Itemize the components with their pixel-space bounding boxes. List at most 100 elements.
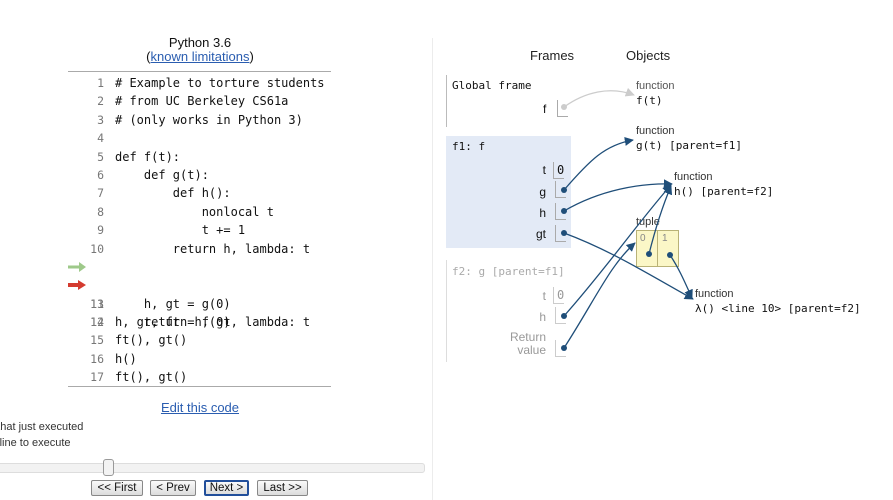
global-var-f-box	[557, 100, 568, 117]
code-line-3: 3 # (only works in Python 3)	[68, 111, 348, 129]
f2-var-t: t	[542, 289, 546, 303]
code-text: return h, lambda: t	[115, 241, 311, 256]
line-number: 17	[90, 370, 104, 385]
prev-button[interactable]: < Prev	[150, 480, 196, 496]
frames-heading: Frames	[530, 48, 575, 63]
line-number: 14	[90, 315, 104, 330]
f2-return-label: Return	[509, 330, 546, 344]
f1-var-h: h	[539, 206, 546, 220]
f1-frame	[446, 136, 571, 248]
tuple-index-1: 1	[662, 233, 668, 244]
code-text: # from UC Berkeley CS61a	[115, 94, 289, 109]
code-text: h()	[115, 351, 137, 366]
code-line-2: 2 # from UC Berkeley CS61a	[68, 92, 348, 110]
object-lambda-kind: function	[695, 288, 734, 300]
code-text: h, gt = g(0)	[115, 296, 231, 311]
line-number: 13	[90, 296, 104, 311]
code-text: # (only works in Python 3)	[115, 112, 303, 127]
tuple-index-0: 0	[640, 233, 646, 244]
code-top-border	[68, 71, 331, 72]
f1-var-t: t	[542, 163, 546, 177]
code-text: def f(t):	[115, 149, 181, 164]
f2-var-t-box	[553, 287, 564, 304]
line-number: 16	[90, 351, 104, 366]
f2-return-arrow	[563, 242, 636, 349]
code-text: nonlocal t	[115, 204, 274, 219]
f1-var-t-value: 0	[557, 163, 565, 177]
known-limitations-link[interactable]: known limitations	[150, 49, 250, 64]
object-f-kind: function	[636, 80, 675, 92]
edit-code-link[interactable]: Edit this code	[160, 400, 240, 415]
next-line-arrow-icon	[68, 280, 86, 291]
f1-var-g: g	[539, 185, 546, 199]
tuple-0-arrow	[648, 185, 673, 255]
code-text: ft(), gt()	[115, 370, 188, 385]
line-number: 5	[97, 149, 104, 164]
limitations-line: (known limitations)	[100, 49, 300, 64]
object-f-label: f(t)	[636, 94, 663, 107]
code-line-1: 1 # Example to torture students	[68, 74, 348, 92]
line-number: 2	[97, 94, 104, 109]
f1-frame-title: f1: f	[452, 140, 486, 153]
f1-var-gt-box	[555, 225, 566, 242]
last-button[interactable]: Last >>	[257, 480, 308, 496]
f2-h-arrow	[563, 184, 672, 317]
code-text: t += 1	[115, 223, 246, 238]
code-line-11: 11 h, gt = g(0)	[68, 258, 348, 311]
code-text: def h():	[115, 186, 231, 201]
f1-h-arrow	[563, 179, 673, 212]
f2-var-h: h	[539, 310, 546, 324]
object-h-kind: function	[674, 171, 713, 183]
code-line-9: 9 t += 1	[68, 221, 348, 239]
step-slider-track[interactable]	[0, 463, 425, 473]
legend-next-line: xt line to execute	[0, 437, 71, 449]
f1-g-arrow	[563, 136, 634, 191]
line-number: 15	[90, 333, 104, 348]
code-line-17: 17 ft(), gt()	[68, 368, 348, 386]
f2-return-box	[555, 340, 566, 357]
global-var-f: f	[543, 102, 547, 116]
line-number: 11	[90, 296, 104, 311]
next-button[interactable]: Next >	[204, 480, 249, 496]
global-f-arrow	[563, 87, 635, 108]
code-line-14: 14 h, gt, ft = f(0)	[68, 313, 348, 331]
line-number: 6	[97, 167, 104, 182]
open-paren: (	[146, 49, 151, 64]
f2-frame	[446, 260, 573, 362]
code-text: # Example to torture students	[115, 76, 325, 90]
code-bottom-border	[68, 386, 331, 387]
f2-var-t-value: 0	[557, 288, 565, 302]
first-button[interactable]: << First	[91, 480, 143, 496]
object-g-label: g(t) [parent=f1]	[636, 139, 742, 152]
code-line-5: 5 def f(t):	[68, 148, 348, 166]
f2-value-label: value	[517, 343, 546, 357]
object-lambda-label: λ() <line 10> [parent=f2]	[695, 302, 861, 315]
code-line-4: 4	[68, 129, 348, 147]
code-line-12: 12 return h, gt, lambda: t	[68, 276, 348, 329]
code-text: h, gt, ft = f(0)	[115, 315, 231, 330]
object-tuple-kind: tuple	[636, 216, 660, 228]
code-line-13: 13	[68, 295, 348, 313]
object-h-label: h() [parent=f2]	[674, 185, 774, 198]
code-text: def g(t):	[115, 167, 209, 182]
just-executed-arrow-icon	[68, 261, 86, 272]
panel-divider	[432, 38, 433, 500]
f2-frame-title: f2: g [parent=f1]	[452, 265, 565, 278]
language-label: Python 3.6	[168, 35, 232, 50]
line-number: 9	[97, 223, 104, 238]
step-slider-handle[interactable]	[103, 459, 114, 476]
code-line-7: 7 def h():	[68, 184, 348, 202]
line-number: 8	[97, 204, 104, 219]
line-number: 1	[97, 76, 104, 90]
close-paren: )	[249, 49, 254, 64]
tuple-1-arrow	[669, 254, 693, 299]
code-listing: 1 # Example to torture students 2 # from U…	[68, 74, 348, 387]
code-text: ft(), gt()	[115, 333, 188, 348]
code-line-8: 8 nonlocal t	[68, 203, 348, 221]
objects-heading: Objects	[626, 48, 671, 63]
legend-just-executed: e that just executed	[0, 421, 84, 433]
line-number: 3	[97, 112, 104, 127]
f2-var-h-box	[555, 307, 566, 324]
line-number: 10	[90, 241, 104, 256]
